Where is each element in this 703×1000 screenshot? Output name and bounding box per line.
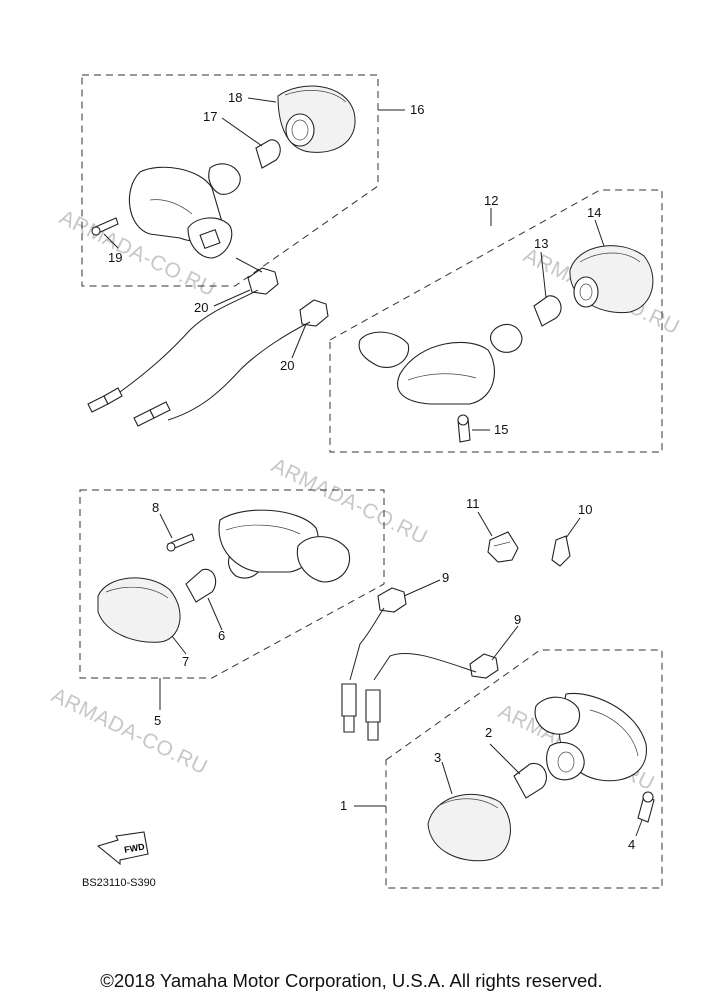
assembly-5-boundary (79, 489, 385, 679)
lens-7 (97, 577, 181, 643)
callout-14: 14 (587, 205, 601, 220)
clamp-20a (247, 267, 279, 295)
rear-right-flasher-assembly: 12 13 14 15 (329, 189, 663, 453)
stem-boot-5 (296, 536, 350, 583)
watermark-text: ARMADA-CO.RU (48, 684, 211, 779)
wiring-top: 20 20 (87, 257, 329, 427)
callout-5: 5 (154, 713, 161, 728)
callout-11: 11 (466, 496, 480, 511)
callout-9a: 9 (442, 570, 449, 585)
callout-15: 15 (494, 422, 508, 437)
stem-boot-12 (358, 331, 410, 368)
bulb-2 (513, 762, 547, 799)
assembly-1-boundary (385, 649, 663, 889)
socket-ring (208, 163, 241, 195)
callout-16: 16 (410, 102, 424, 117)
clips: 11 10 (466, 496, 592, 567)
assembly-12-boundary (329, 189, 663, 453)
terminal-mid-1 (341, 683, 357, 717)
assembly-16-boundary (81, 74, 379, 287)
lens-socket-18 (285, 113, 315, 147)
callout-6: 6 (218, 628, 225, 643)
wiring-middle: 9 9 (341, 570, 521, 741)
bulb-13 (533, 295, 562, 327)
callout-7: 7 (182, 654, 189, 669)
callout-17: 17 (203, 109, 217, 124)
callout-3: 3 (434, 750, 441, 765)
socket-13 (489, 323, 523, 353)
callout-10: 10 (578, 502, 592, 517)
copyright-notice: ©2018 Yamaha Motor Corporation, U.S.A. A… (100, 970, 603, 991)
front-right-flasher-assembly: 2 3 4 1 (340, 649, 663, 889)
forward-direction-arrow: FWD (96, 831, 149, 866)
front-left-flasher-assembly: 8 6 7 5 (79, 489, 385, 728)
fwd-arrow-icon (96, 831, 149, 866)
callout-13: 13 (534, 236, 548, 251)
clamp-9b (469, 653, 499, 679)
callout-20a: 20 (194, 300, 208, 315)
bulb-6 (185, 568, 217, 603)
rear-left-flasher-assembly: 18 17 16 19 (81, 74, 424, 287)
terminal-mid-2 (365, 689, 381, 723)
callout-9b: 9 (514, 612, 521, 627)
socket-2 (546, 742, 585, 781)
callout-1: 1 (340, 798, 347, 813)
fwd-label: FWD (123, 841, 145, 854)
callout-2: 2 (485, 725, 492, 740)
tie-10 (551, 535, 571, 567)
callout-12: 12 (484, 193, 498, 208)
callout-20b: 20 (280, 358, 294, 373)
lens-3 (427, 793, 511, 862)
callout-19: 19 (108, 250, 122, 265)
clamp-20b (299, 299, 329, 327)
stem-boot-1 (534, 696, 580, 735)
lens-socket-14 (573, 276, 599, 308)
clamp-9a (377, 587, 407, 613)
bulb-17 (255, 139, 281, 169)
clip-11 (487, 531, 519, 563)
housing-body-12 (397, 341, 495, 405)
callout-18: 18 (228, 90, 242, 105)
callout-8: 8 (152, 500, 159, 515)
callout-4: 4 (628, 837, 635, 852)
reference-code: BS23110-S390 (82, 877, 156, 889)
